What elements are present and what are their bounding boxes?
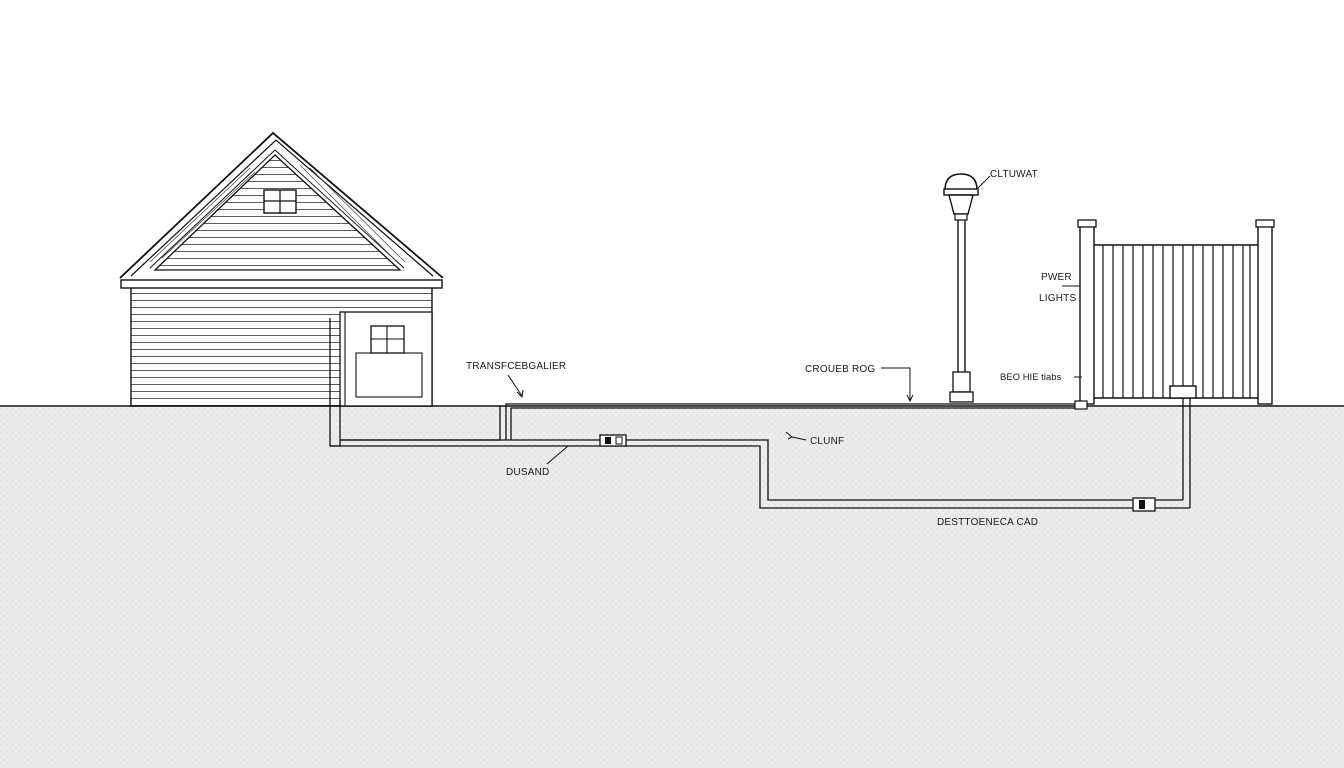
label-conduit: DUSAND xyxy=(506,467,549,478)
label-transfer: TRANSFCEBGALIER xyxy=(466,361,566,372)
house xyxy=(119,131,444,407)
label-clunf: CLUNF xyxy=(810,436,844,447)
label-bottom-run: DESTTOENECA CAD xyxy=(937,517,1038,528)
label-crouse: CROUEB ROG xyxy=(805,364,875,375)
house-roof xyxy=(119,131,444,279)
gable-window xyxy=(263,189,297,214)
house-eave xyxy=(120,279,443,289)
coupler-mid xyxy=(599,434,627,447)
porch-transfer-box xyxy=(339,311,433,407)
ground-section xyxy=(0,406,1344,768)
lamp-post xyxy=(943,173,979,403)
fence xyxy=(1074,219,1275,410)
fence-junction-box xyxy=(1169,385,1197,399)
label-power: PWER xyxy=(1041,272,1072,283)
conduit-runs xyxy=(329,318,1191,509)
leader-lines xyxy=(507,175,1082,465)
label-lamp: CLTUWAT xyxy=(990,169,1038,180)
coupler-right xyxy=(1132,497,1156,512)
label-lights: LIGHTS xyxy=(1039,293,1076,304)
label-fence-base: BEO HIE tiabs xyxy=(1000,372,1061,383)
